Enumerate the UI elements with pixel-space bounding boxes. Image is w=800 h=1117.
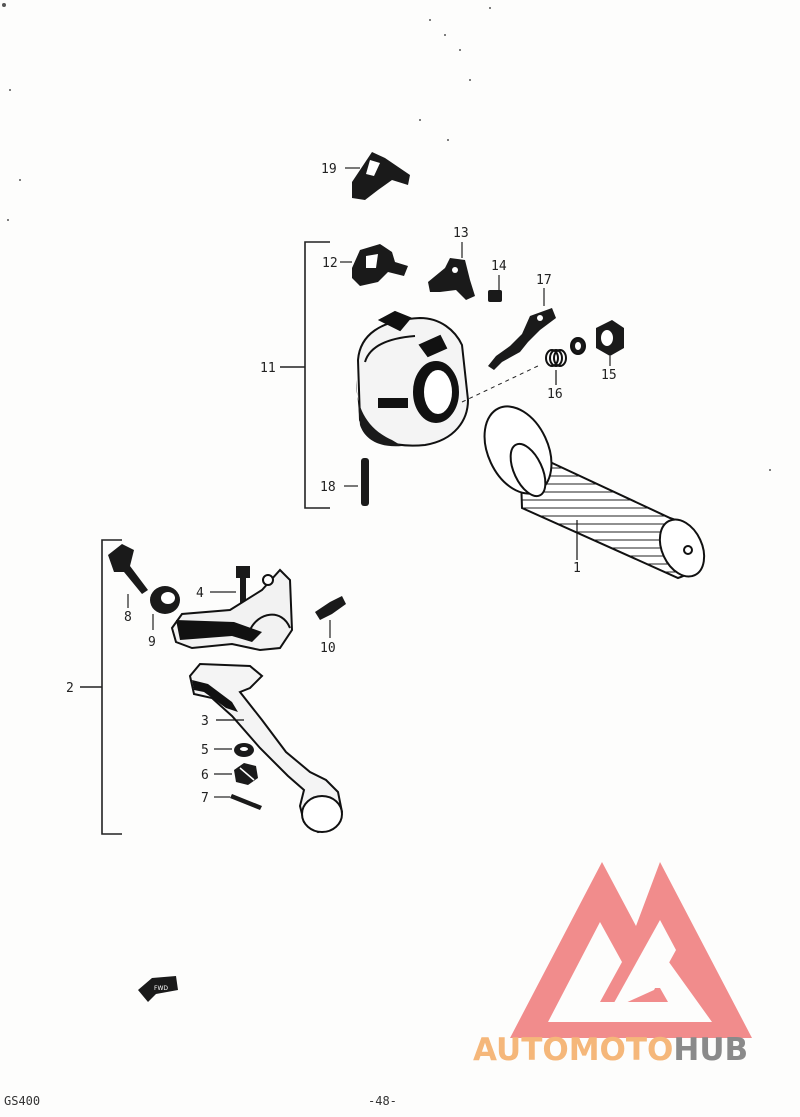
label-16: 16 [547,387,563,402]
label-5: 5 [201,743,209,758]
part-14-screw [488,275,502,302]
part-18-pin [344,458,369,506]
label-3: 3 [201,714,209,729]
part-5-washer [214,743,254,757]
label-1: 1 [573,561,581,576]
part-3-brake-lever [188,662,344,834]
wordmark-automoto: AUTOMOTO [473,1032,674,1068]
part-7-cotter-pin [214,794,262,810]
label-9: 9 [148,635,156,650]
label-14: 14 [491,259,507,274]
automotohub-wordmark: AUTOMOTOHUB [473,1032,748,1068]
label-7: 7 [201,791,209,806]
label-18: 18 [320,480,336,495]
front-arrow-label: FWD [154,985,168,992]
part-11-throttle-housing [356,310,470,447]
bracket-11 [280,241,330,509]
label-11: 11 [260,361,276,376]
part-9-collar [150,586,180,630]
part-1-handlebar-grip [483,405,706,580]
front-direction-arrow: FWD [138,976,178,1002]
cable-path-line [461,364,541,403]
wordmark-hub: HUB [673,1032,749,1068]
label-13: 13 [453,226,469,241]
part-19-switch-clamp [345,152,410,200]
label-15: 15 [601,368,617,383]
label-8: 8 [124,610,132,625]
label-4: 4 [196,586,204,601]
label-17: 17 [536,273,552,288]
part-8-bolt [108,544,148,608]
part-6-nut [214,763,258,785]
part-number-labels: 19 12 13 14 17 11 16 15 18 1 2 4 8 9 10 … [66,162,617,806]
part-2-lever-holder [170,568,294,652]
label-6: 6 [201,768,209,783]
part-17-throttle-cable-end [488,288,556,370]
label-12: 12 [322,256,338,271]
label-19: 19 [321,162,337,177]
part-10-bolt [315,596,346,638]
automotohub-logo [510,862,752,1038]
part-4-bolt [210,566,250,610]
label-10: 10 [320,641,336,656]
scan-noise [2,3,771,471]
model-code: GS400 [4,1094,41,1108]
part-16-spring [545,337,586,385]
bracket-2 [80,539,122,835]
part-13-cable-guide [428,242,475,300]
page-number: -48- [368,1094,397,1108]
label-2: 2 [66,681,74,696]
part-12-upper-clamp [340,244,408,286]
part-15-adjuster-nut [596,320,624,366]
